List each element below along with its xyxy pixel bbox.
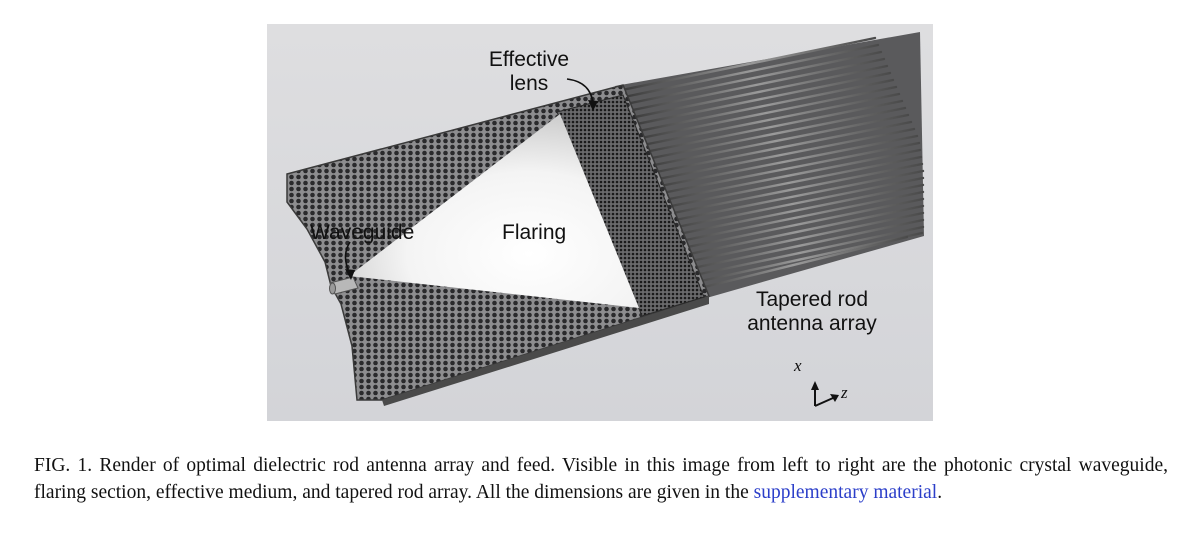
- tapered-rod-label-line1: Tapered rod: [755, 288, 869, 311]
- antenna-render-figure: Effective lens Waveguide Flaring Tapered…: [267, 24, 933, 421]
- tapered-rod-array: [615, 32, 925, 299]
- flaring-label: Flaring: [502, 221, 567, 244]
- caption-end: .: [937, 482, 943, 503]
- flaring-section: [349, 114, 639, 308]
- coordinate-axes: [811, 381, 839, 407]
- effective-lens-label: Effective lens: [474, 48, 584, 96]
- supplementary-material-link[interactable]: supplementary material: [753, 482, 938, 503]
- tapered-rod-label-line2: antenna array: [747, 312, 877, 335]
- waveguide-label: Waveguide: [310, 221, 415, 244]
- waveguide-rod: [329, 276, 359, 295]
- x-axis-label: x: [794, 356, 802, 375]
- tapered-rod-label: Tapered rod antenna array: [727, 288, 897, 336]
- antenna-render: [286, 32, 925, 407]
- effective-lens-label-line1: Effective: [488, 48, 570, 71]
- figure-caption: FIG. 1. Render of optimal dielectric rod…: [34, 452, 1168, 506]
- effective-lens-label-line2: lens: [509, 72, 549, 95]
- caption-prefix: FIG. 1.: [34, 455, 93, 476]
- caption-text: Render of optimal dielectric rod antenna…: [34, 455, 1168, 503]
- z-axis-label: z: [841, 383, 848, 402]
